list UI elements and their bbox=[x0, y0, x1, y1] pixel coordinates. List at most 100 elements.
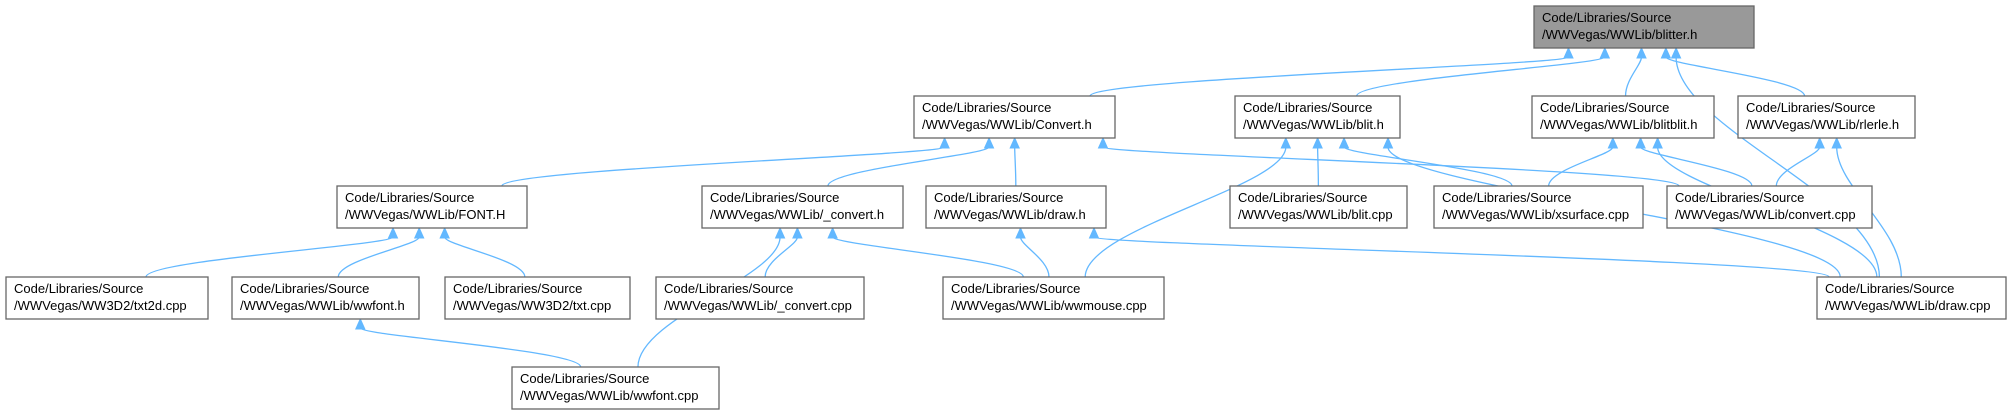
arrow-head bbox=[1652, 136, 1663, 149]
edge-line bbox=[1089, 56, 1570, 97]
graph-node-txt-cpp[interactable]: Code/Libraries/Source/WWVegas/WW3D2/txt.… bbox=[444, 276, 631, 320]
edge-line bbox=[1356, 56, 1606, 97]
node-box bbox=[1737, 95, 1916, 139]
edge-txt_cpp-to-font_h bbox=[439, 226, 526, 278]
node-label-line2: /WWVegas/WWLib/convert.cpp bbox=[1675, 207, 1856, 222]
edge-line bbox=[1547, 146, 1614, 187]
edge-txt2d_cpp-to-font_h bbox=[145, 226, 399, 278]
node-box bbox=[1533, 5, 1755, 49]
arrow-head bbox=[387, 226, 399, 239]
node-label-line1: Code/Libraries/Source bbox=[1238, 190, 1367, 205]
node-label-line1: Code/Libraries/Source bbox=[453, 281, 582, 296]
node-box bbox=[655, 276, 865, 320]
edge-line bbox=[359, 327, 582, 368]
node-label-line2: /WWVegas/WWLib/_convert.h bbox=[710, 207, 884, 222]
graph-node-uconvert-cpp[interactable]: Code/Libraries/Source/WWVegas/WWLib/_con… bbox=[655, 276, 865, 320]
node-label-line1: Code/Libraries/Source bbox=[664, 281, 793, 296]
graph-node-font-h[interactable]: Code/Libraries/Source/WWVegas/WWLib/FONT… bbox=[336, 185, 528, 229]
edge-blit_h-to-blitter_h bbox=[1356, 46, 1611, 97]
edge-uconvert_h-to-convert_h bbox=[827, 136, 995, 187]
node-label-line1: Code/Libraries/Source bbox=[345, 190, 474, 205]
node-label-line2: /WWVegas/WWLib/FONT.H bbox=[345, 207, 505, 222]
arrow-head bbox=[1088, 226, 1100, 239]
node-label-line1: Code/Libraries/Source bbox=[1243, 100, 1372, 115]
arrow-head bbox=[1660, 46, 1672, 59]
graph-node-blitblit-h[interactable]: Code/Libraries/Source/WWVegas/WWLib/blit… bbox=[1531, 95, 1715, 139]
graph-node-wwfont-cpp[interactable]: Code/Libraries/Source/WWVegas/WWLib/wwfo… bbox=[511, 366, 720, 410]
node-label-line2: /WWVegas/WWLib/wwfont.cpp bbox=[520, 388, 698, 403]
edge-blitblit_h-to-blitter_h bbox=[1624, 46, 1647, 97]
edge-line bbox=[1316, 146, 1320, 187]
arrow-head bbox=[439, 226, 450, 239]
node-label-line1: Code/Libraries/Source bbox=[922, 100, 1051, 115]
graph-node-rlerle-h[interactable]: Code/Libraries/Source/WWVegas/WWLib/rler… bbox=[1737, 95, 1916, 139]
edge-line bbox=[831, 236, 1025, 278]
node-box bbox=[336, 185, 528, 229]
graph-node-wwmouse-cpp[interactable]: Code/Libraries/Source/WWVegas/WWLib/wwmo… bbox=[942, 276, 1165, 320]
node-label-line2: /WWVegas/WWLib/_convert.cpp bbox=[664, 298, 852, 313]
arrow-head bbox=[1312, 136, 1323, 149]
graph-node-blit-cpp[interactable]: Code/Libraries/Source/WWVegas/WWLib/blit… bbox=[1229, 185, 1408, 229]
node-box bbox=[5, 276, 209, 320]
arrow-head bbox=[1607, 136, 1619, 149]
node-label-line1: Code/Libraries/Source bbox=[1542, 10, 1671, 25]
arrow-head bbox=[1831, 136, 1842, 149]
edge-wwmouse_cpp-to-blit_h bbox=[1084, 136, 1292, 278]
node-label-line1: Code/Libraries/Source bbox=[1746, 100, 1875, 115]
graph-node-xsurface-cpp[interactable]: Code/Libraries/Source/WWVegas/WWLib/xsur… bbox=[1433, 185, 1644, 229]
node-box bbox=[701, 185, 904, 229]
node-label-line2: /WWVegas/WWLib/wwmouse.cpp bbox=[951, 298, 1147, 313]
arrow-head bbox=[1814, 136, 1825, 149]
arrow-head bbox=[355, 317, 366, 330]
edge-line bbox=[827, 146, 990, 187]
node-label-line1: Code/Libraries/Source bbox=[14, 281, 143, 296]
edge-line bbox=[1639, 146, 1753, 187]
graph-node-draw-cpp[interactable]: Code/Libraries/Source/WWVegas/WWLib/draw… bbox=[1816, 276, 2007, 320]
arrow-head bbox=[1280, 136, 1292, 149]
arrow-head bbox=[774, 226, 786, 239]
arrow-head bbox=[1635, 136, 1646, 149]
arrow-head bbox=[1599, 46, 1611, 59]
edge-xsurface_cpp-to-blit_h bbox=[1338, 136, 1513, 187]
arrow-head bbox=[1338, 136, 1350, 149]
arrow-head bbox=[1636, 46, 1647, 59]
node-label-line2: /WWVegas/WWLib/wwfont.h bbox=[240, 298, 405, 313]
node-label-line2: /WWVegas/WWLib/blitblit.h bbox=[1540, 117, 1698, 132]
node-label-line2: /WWVegas/WWLib/Convert.h bbox=[922, 117, 1092, 132]
edge-rlerle_h-to-blitter_h bbox=[1660, 46, 1806, 97]
graph-node-wwfont-h[interactable]: Code/Libraries/Source/WWVegas/WWLib/wwfo… bbox=[231, 276, 420, 320]
node-label-line1: Code/Libraries/Source bbox=[1675, 190, 1804, 205]
edge-convert_cpp-to-blitblit_h bbox=[1635, 136, 1753, 187]
graph-node-convert-h[interactable]: Code/Libraries/Source/WWVegas/WWLib/Conv… bbox=[913, 95, 1116, 139]
edge-line bbox=[1624, 56, 1643, 97]
node-label-line1: Code/Libraries/Source bbox=[1540, 100, 1669, 115]
edge-wwfont_cpp-to-wwfont_h bbox=[355, 317, 582, 368]
node-label-line1: Code/Libraries/Source bbox=[710, 190, 839, 205]
node-label-line1: Code/Libraries/Source bbox=[240, 281, 369, 296]
graph-node-txt2d-cpp[interactable]: Code/Libraries/Source/WWVegas/WW3D2/txt2… bbox=[5, 276, 209, 320]
edge-line bbox=[337, 236, 420, 278]
node-label-line1: Code/Libraries/Source bbox=[1825, 281, 1954, 296]
nodes-layer: Code/Libraries/Source/WWVegas/WWLib/blit… bbox=[5, 5, 2007, 410]
graph-node-convert-cpp[interactable]: Code/Libraries/Source/WWVegas/WWLib/conv… bbox=[1666, 185, 1873, 229]
edge-line bbox=[1665, 56, 1806, 97]
arrow-head bbox=[1009, 136, 1020, 149]
node-label-line2: /WWVegas/WWLib/blit.h bbox=[1243, 117, 1384, 132]
graph-node-uconvert-h[interactable]: Code/Libraries/Source/WWVegas/WWLib/_con… bbox=[701, 185, 904, 229]
arrow-head bbox=[827, 226, 838, 239]
node-box bbox=[1234, 95, 1401, 139]
node-label-line1: Code/Libraries/Source bbox=[934, 190, 1063, 205]
arrow-head bbox=[1563, 46, 1574, 59]
arrow-head bbox=[983, 136, 995, 149]
edge-line bbox=[444, 236, 526, 278]
graph-node-draw-h[interactable]: Code/Libraries/Source/WWVegas/WWLib/draw… bbox=[925, 185, 1107, 229]
node-label-line2: /WWVegas/WWLib/draw.h bbox=[934, 207, 1086, 222]
edge-draw_cpp-to-blitter_h bbox=[1670, 46, 1881, 278]
node-label-line1: Code/Libraries/Source bbox=[520, 371, 649, 386]
edge-draw_cpp-to-draw_h bbox=[1088, 226, 1830, 278]
graph-node-blit-h[interactable]: Code/Libraries/Source/WWVegas/WWLib/blit… bbox=[1234, 95, 1401, 139]
node-label-line2: /WWVegas/WWLib/blitter.h bbox=[1542, 27, 1697, 42]
edge-line bbox=[145, 236, 394, 278]
node-box bbox=[511, 366, 720, 410]
edge-draw_h-to-convert_h bbox=[1009, 136, 1020, 187]
